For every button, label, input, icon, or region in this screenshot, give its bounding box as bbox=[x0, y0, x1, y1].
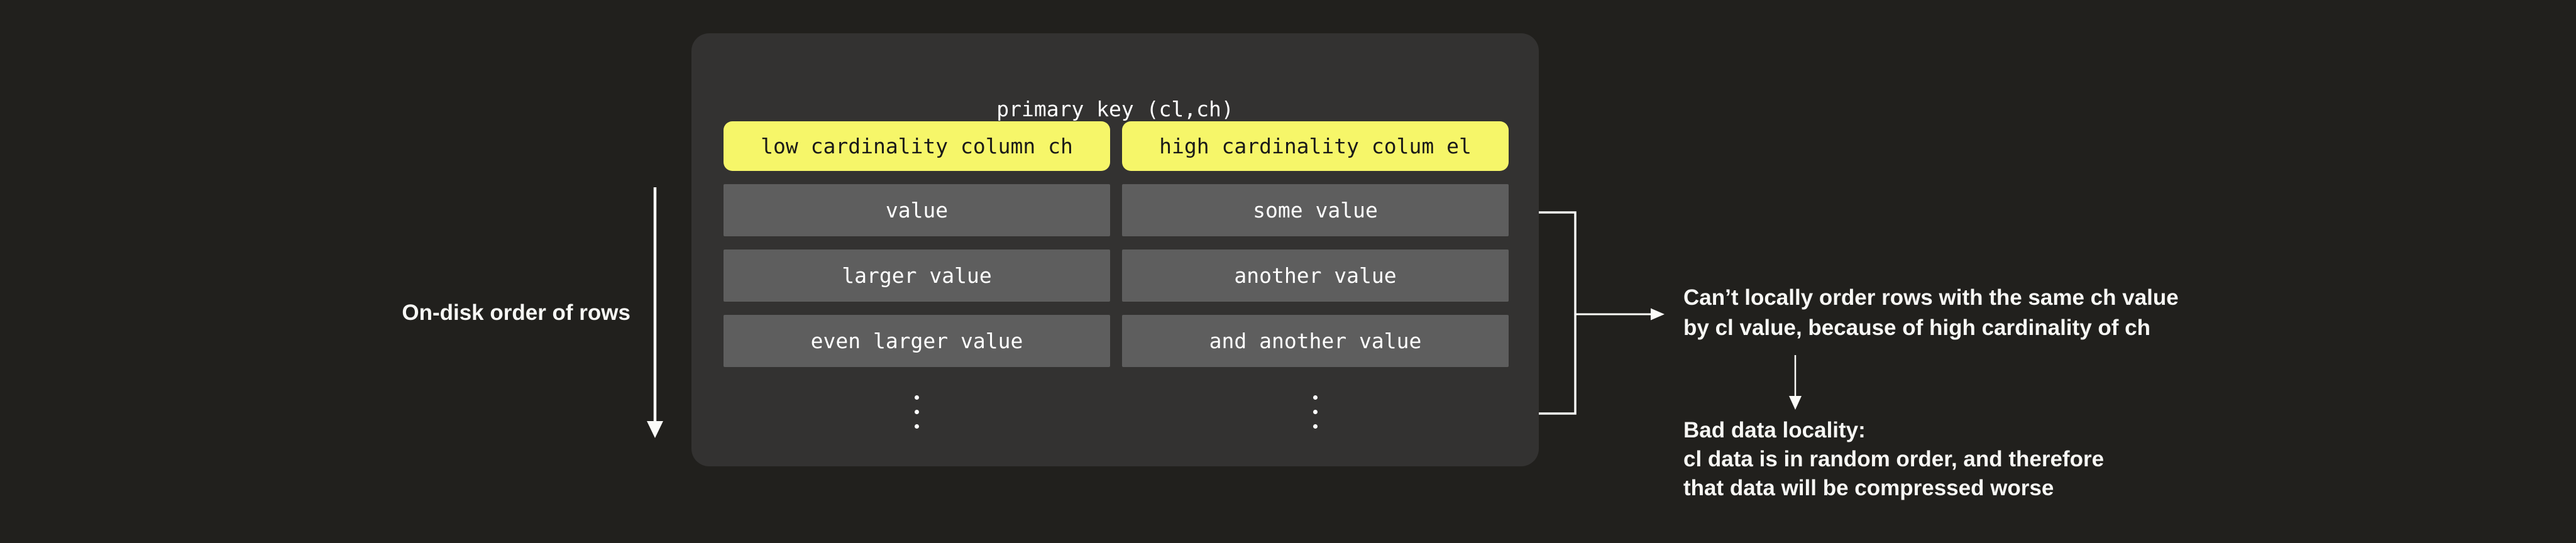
on-disk-order-arrow bbox=[647, 187, 663, 438]
note-cant-order: Can’t locally order rows with the same c… bbox=[1683, 283, 2179, 343]
panel-title: primary key (cl,ch) bbox=[996, 97, 1234, 121]
ellipsis-dot bbox=[1313, 395, 1318, 400]
ellipsis-dot bbox=[915, 395, 919, 400]
ellipsis-dot bbox=[1313, 424, 1318, 429]
note-line: that data will be compressed worse bbox=[1683, 476, 2054, 500]
column-high-cardinality: high cardinality colum el some value ano… bbox=[1122, 121, 1509, 429]
column-header-high-cardinality: high cardinality colum el bbox=[1122, 121, 1509, 171]
column-ellipsis bbox=[724, 395, 1110, 429]
column-cell: even larger value bbox=[724, 315, 1110, 367]
ellipsis-dot bbox=[915, 424, 919, 429]
note-line: Bad data locality: bbox=[1683, 418, 1866, 442]
note-line: Can’t locally order rows with the same c… bbox=[1683, 285, 2179, 310]
note-line: cl data is in random order, and therefor… bbox=[1683, 447, 2105, 471]
column-cell: some value bbox=[1122, 184, 1509, 236]
primary-key-panel: primary key (cl,ch) low cardinality colu… bbox=[691, 33, 1539, 466]
note-consequence-arrow bbox=[1789, 355, 1802, 410]
column-header-low-cardinality: low cardinality column ch bbox=[724, 121, 1110, 171]
ellipsis-dot bbox=[1313, 410, 1318, 414]
note-bad-locality: Bad data locality: cl data is in random … bbox=[1683, 416, 2104, 503]
bracket-to-note-arrow bbox=[1575, 308, 1665, 321]
column-cell: value bbox=[724, 184, 1110, 236]
column-low-cardinality: low cardinality column ch value larger v… bbox=[724, 121, 1110, 429]
column-cell: larger value bbox=[724, 250, 1110, 302]
on-disk-order-label: On-disk order of rows bbox=[402, 300, 630, 325]
note-line: by cl value, because of high cardinality… bbox=[1683, 315, 2150, 340]
column-cell: and another value bbox=[1122, 315, 1509, 367]
column-ellipsis bbox=[1122, 395, 1509, 429]
column-cell: another value bbox=[1122, 250, 1509, 302]
ellipsis-dot bbox=[915, 410, 919, 414]
